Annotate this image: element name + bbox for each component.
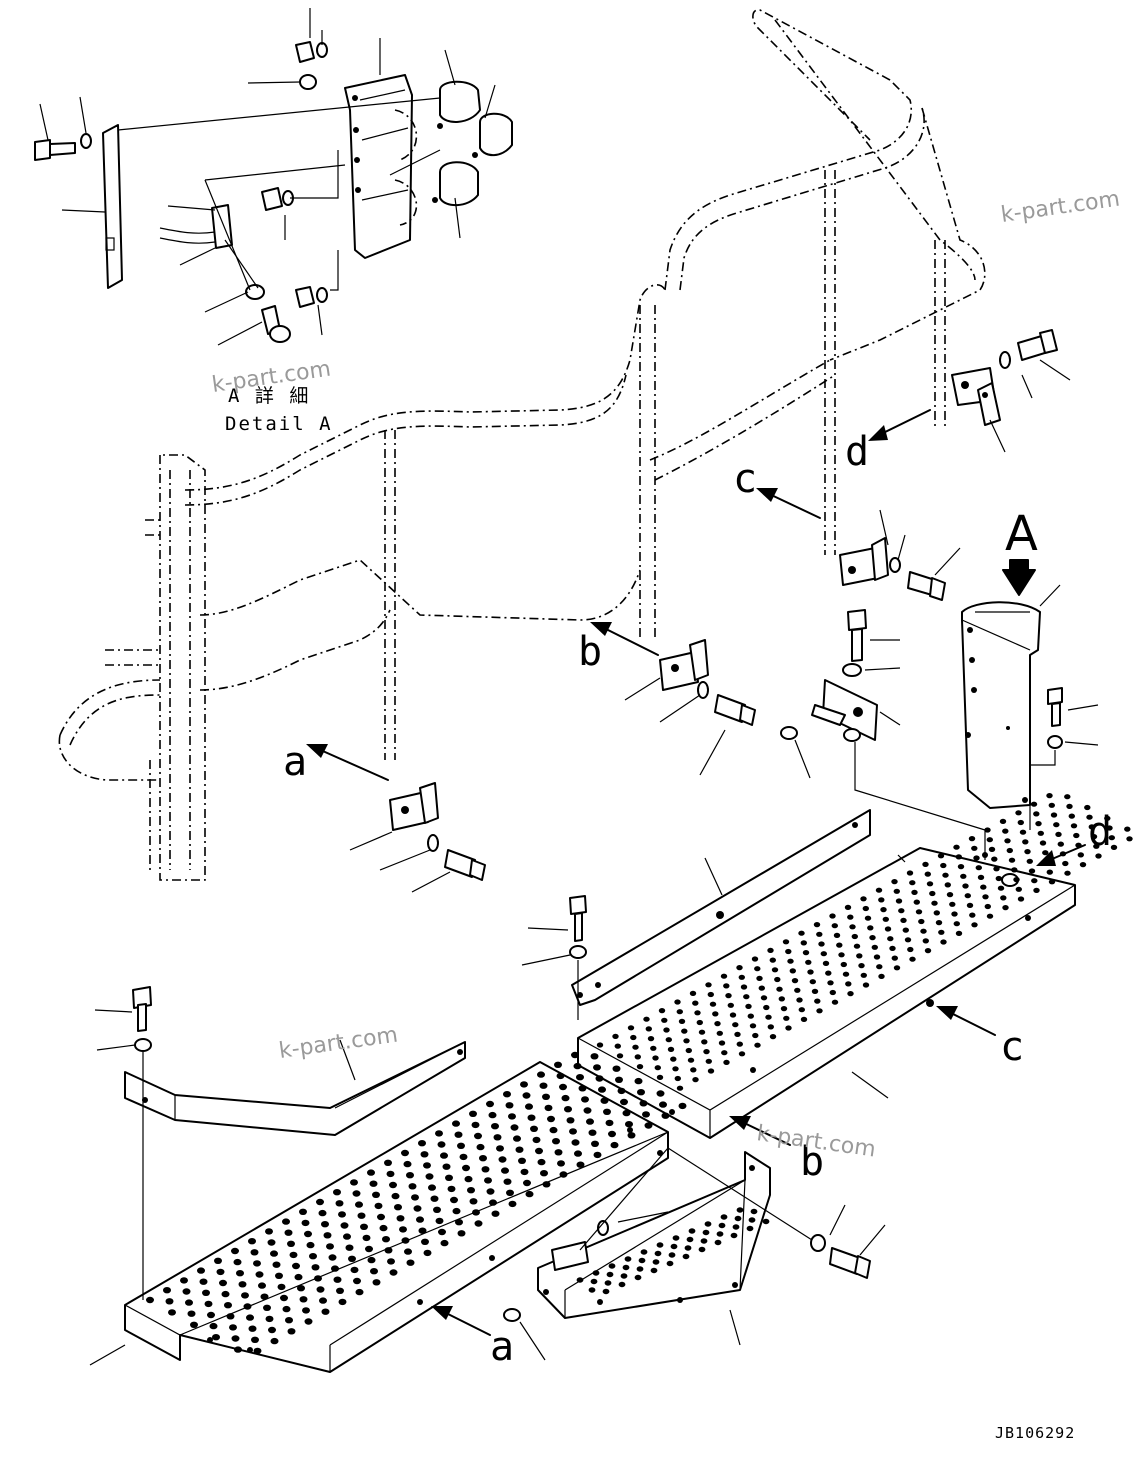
bracket-d bbox=[951, 329, 1071, 453]
ref-letter-a-bottom: a bbox=[490, 1324, 514, 1370]
ref-letter-d-bottom: d bbox=[1088, 809, 1112, 855]
step-small bbox=[503, 1147, 771, 1361]
view-marker-a: A bbox=[1005, 506, 1038, 562]
arrow-b-top bbox=[590, 622, 659, 656]
detail-label-japanese: A 詳 細 bbox=[228, 385, 310, 407]
ref-letter-b-bottom: b bbox=[800, 1139, 824, 1185]
arrow-d-top bbox=[868, 409, 931, 441]
arrow-c-bottom bbox=[936, 1006, 996, 1036]
upper-step-bolts bbox=[521, 895, 587, 1020]
arrow-b-bottom bbox=[729, 1116, 791, 1146]
bracket-c bbox=[839, 509, 961, 601]
lower-step-bolts bbox=[94, 986, 152, 1300]
step-small-perforations bbox=[576, 1207, 770, 1295]
watermark-3: k-part.com bbox=[277, 1023, 399, 1064]
ref-letter-b-top: b bbox=[578, 629, 602, 675]
handrail-phantom bbox=[184, 9, 986, 760]
arrow-d-bottom bbox=[1036, 844, 1086, 866]
arrow-a-top bbox=[306, 744, 389, 781]
ref-letter-a-top: a bbox=[283, 739, 307, 785]
detail-label-english: Detail A bbox=[225, 413, 333, 435]
mount-plate bbox=[780, 609, 986, 860]
bracket-b bbox=[624, 639, 756, 776]
ref-letter-c-bottom: c bbox=[1000, 1024, 1024, 1070]
ref-letter-c-top: c bbox=[733, 456, 757, 502]
step-lower bbox=[89, 1039, 687, 1373]
step-upper bbox=[571, 793, 1133, 1139]
ref-letter-d-top: d bbox=[845, 429, 869, 475]
lamp-bracket-a bbox=[961, 559, 1099, 830]
arrow-a-bottom bbox=[431, 1306, 491, 1336]
bracket-a bbox=[349, 782, 486, 893]
arrow-c-top bbox=[756, 488, 821, 519]
detail-a-view bbox=[34, 8, 513, 346]
step-lower-perforations bbox=[146, 1051, 687, 1355]
machine-frame-phantom bbox=[58, 454, 206, 881]
watermark-1: k-part.com bbox=[999, 187, 1121, 228]
small-step-bolt bbox=[667, 1147, 886, 1279]
drawing-code: JB106292 bbox=[995, 1424, 1075, 1442]
